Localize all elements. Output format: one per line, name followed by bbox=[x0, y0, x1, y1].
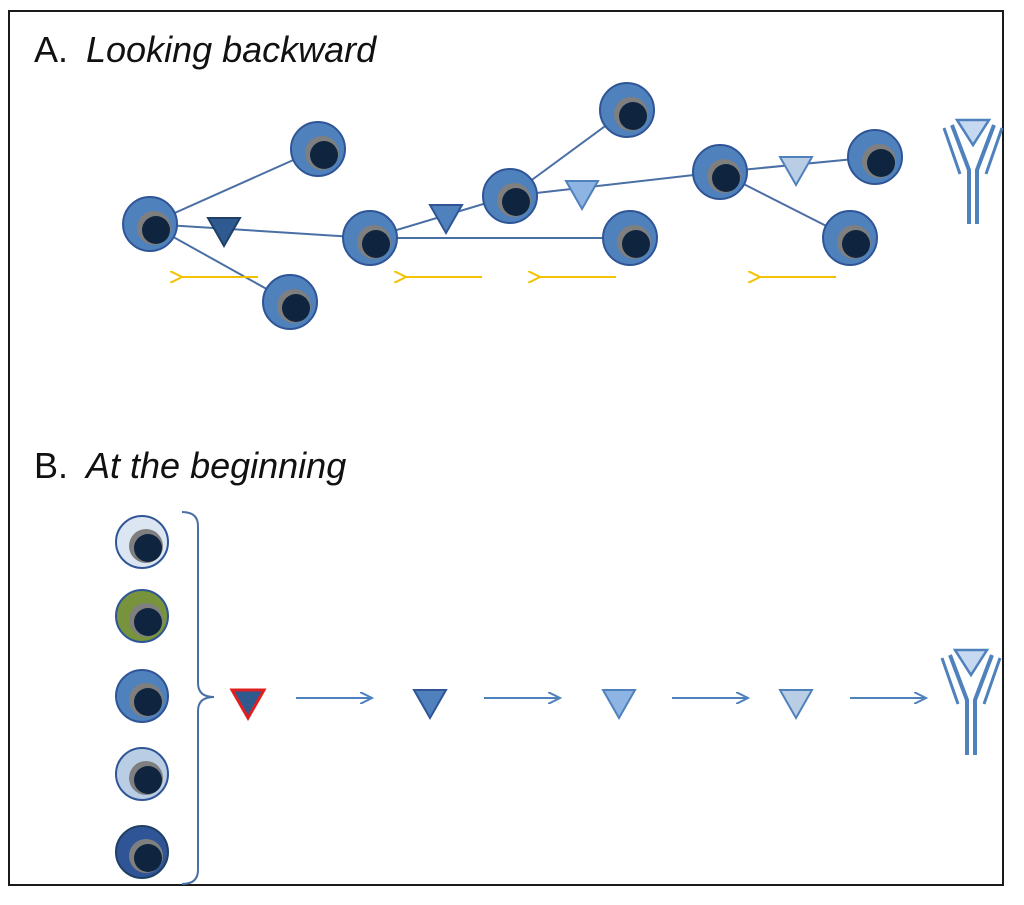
antigen-triangle bbox=[206, 217, 242, 249]
antibody-icon bbox=[942, 118, 1004, 224]
cell bbox=[602, 210, 658, 266]
grouping-bracket bbox=[181, 511, 215, 885]
antigen-triangle bbox=[412, 689, 448, 721]
cell bbox=[290, 121, 346, 177]
cell bbox=[482, 168, 538, 224]
founder-antigen-triangle bbox=[229, 688, 267, 722]
panel-b-title: At the beginning bbox=[86, 445, 347, 486]
antibody-icon bbox=[940, 648, 1002, 755]
cell bbox=[599, 82, 655, 138]
cell bbox=[822, 210, 878, 266]
antigen-triangle bbox=[778, 156, 814, 188]
antigen-triangle bbox=[778, 689, 814, 721]
panel-a-title: Looking backward bbox=[86, 29, 377, 70]
link-root-upper bbox=[149, 148, 319, 225]
candidate-cell-green bbox=[115, 589, 169, 643]
panel-a-letter: A. bbox=[34, 29, 69, 70]
link-root-node2 bbox=[149, 223, 371, 239]
candidate-cell-blue bbox=[115, 669, 169, 723]
panel-b-letter: B. bbox=[34, 445, 69, 486]
candidate-cell-light-blue bbox=[115, 747, 169, 801]
panel-a-heading: A. Looking backward bbox=[34, 32, 376, 68]
cell bbox=[342, 210, 398, 266]
cell bbox=[847, 129, 903, 185]
antigen-triangle bbox=[564, 180, 600, 212]
candidate-cell-pale bbox=[115, 515, 169, 569]
cell bbox=[692, 144, 748, 200]
panel-b-heading: B. At the beginning bbox=[34, 448, 346, 484]
panel-a-lineage-tree bbox=[122, 82, 1004, 330]
antigen-triangle bbox=[601, 689, 637, 721]
antigen-triangle bbox=[428, 204, 464, 236]
figure-frame bbox=[8, 10, 1004, 886]
cell bbox=[262, 274, 318, 330]
link-node3-node4 bbox=[509, 171, 721, 197]
cell bbox=[122, 196, 178, 252]
candidate-cell-dark-blue bbox=[115, 825, 169, 879]
panel-b-progression bbox=[115, 511, 1002, 885]
